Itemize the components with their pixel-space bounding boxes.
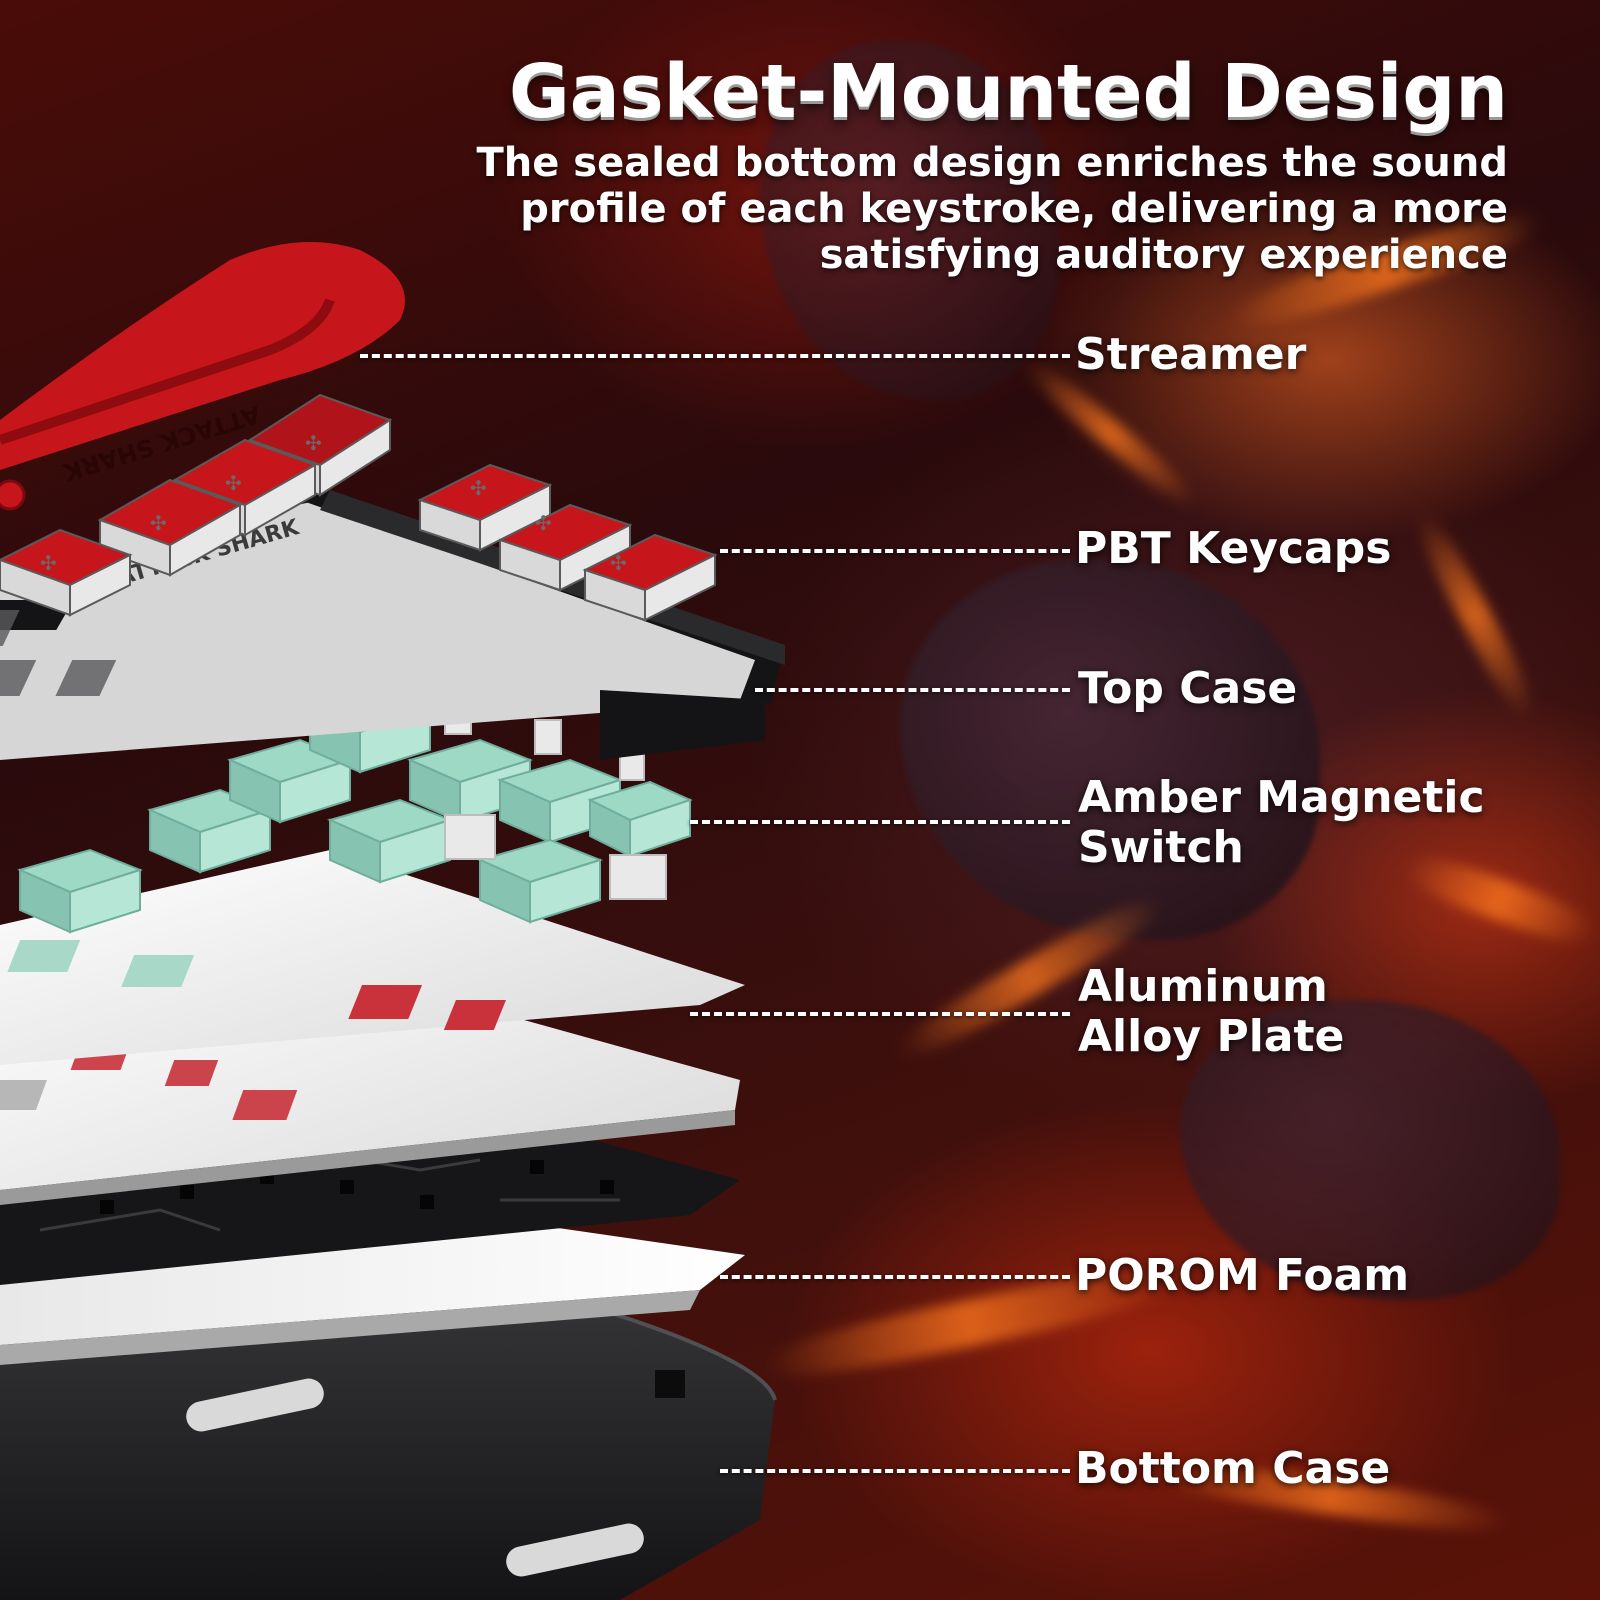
background-rock bbox=[900, 560, 1320, 940]
leader-line-pbt-keycaps bbox=[720, 549, 1070, 553]
aluminum-plate-upper-shape bbox=[0, 850, 745, 1065]
leader-line-porom-foam bbox=[720, 1275, 1070, 1279]
leader-line-top-case bbox=[755, 688, 1070, 692]
subtitle-line: satisfying auditory experience bbox=[819, 232, 1508, 278]
leader-line-amber-magnetic-switch bbox=[690, 820, 1070, 824]
background-rock bbox=[760, 40, 1060, 400]
label-amber-magnetic-switch: Amber Magnetic Switch bbox=[1078, 772, 1485, 873]
label-bottom-case: Bottom Case bbox=[1075, 1443, 1391, 1494]
pbt-keycaps-shape: ✣ ✣ ✣ ✣ ✣ ✣ ✣ bbox=[0, 393, 718, 622]
leader-line-streamer bbox=[360, 354, 1070, 358]
label-streamer: Streamer bbox=[1075, 329, 1307, 380]
label-pbt-keycaps: PBT Keycaps bbox=[1075, 523, 1392, 574]
subtitle-line: profile of each keystroke, delivering a … bbox=[520, 186, 1508, 232]
label-aluminum-alloy-plate: Aluminum Alloy Plate bbox=[1078, 961, 1345, 1062]
leader-line-bottom-case bbox=[720, 1469, 1070, 1473]
svg-text:✣: ✣ bbox=[40, 551, 57, 575]
background-lava bbox=[1407, 506, 1543, 724]
svg-text:✣: ✣ bbox=[150, 511, 167, 535]
svg-text:✣: ✣ bbox=[470, 476, 487, 500]
exploded-keyboard-illustration: ATTACK SHARK bbox=[0, 242, 785, 1600]
background-rock bbox=[1180, 1000, 1560, 1300]
header: Gasket-Mounted Design The sealed bottom … bbox=[408, 50, 1508, 278]
svg-text:✣: ✣ bbox=[535, 511, 552, 535]
page-title: Gasket-Mounted Design bbox=[508, 49, 1508, 135]
label-porom-foam: POROM Foam bbox=[1075, 1250, 1410, 1301]
leader-line-aluminum-alloy-plate bbox=[690, 1012, 1070, 1016]
page-subtitle: The sealed bottom design enriches the so… bbox=[408, 140, 1508, 278]
subtitle-line: The sealed bottom design enriches the so… bbox=[476, 140, 1508, 186]
svg-text:✣: ✣ bbox=[305, 431, 322, 455]
label-top-case: Top Case bbox=[1078, 663, 1298, 714]
svg-text:✣: ✣ bbox=[225, 471, 242, 495]
svg-text:✣: ✣ bbox=[610, 551, 627, 575]
